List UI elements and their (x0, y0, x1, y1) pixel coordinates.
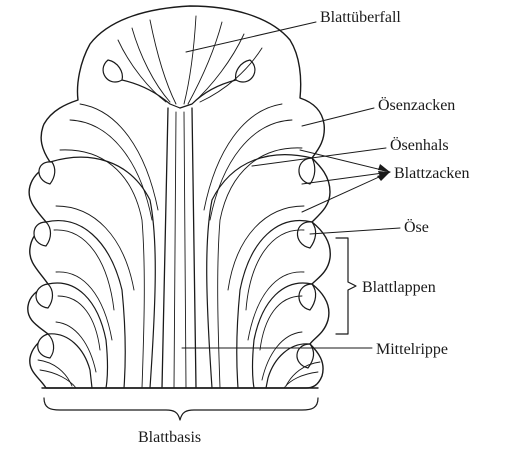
label-blattzacken: Blattzacken (394, 165, 470, 182)
label-oesenhals: Ösenhals (390, 136, 449, 154)
label-mittelrippe: Mittelrippe (376, 341, 448, 358)
leader-oese (310, 228, 400, 234)
blattlappen-bracket (336, 238, 356, 334)
label-blattueberfall: Blattüberfall (320, 9, 401, 26)
label-oesenzacken: Ösenzacken (378, 96, 455, 114)
label-oese: Öse (404, 218, 429, 236)
label-blattlappen: Blattlappen (362, 279, 436, 296)
base-brace (44, 398, 318, 420)
label-blattbasis: Blattbasis (138, 429, 201, 446)
blattzacken-arrowheads (377, 164, 390, 181)
leaf-outline (28, 6, 330, 388)
acanthus-leaf (28, 6, 330, 388)
